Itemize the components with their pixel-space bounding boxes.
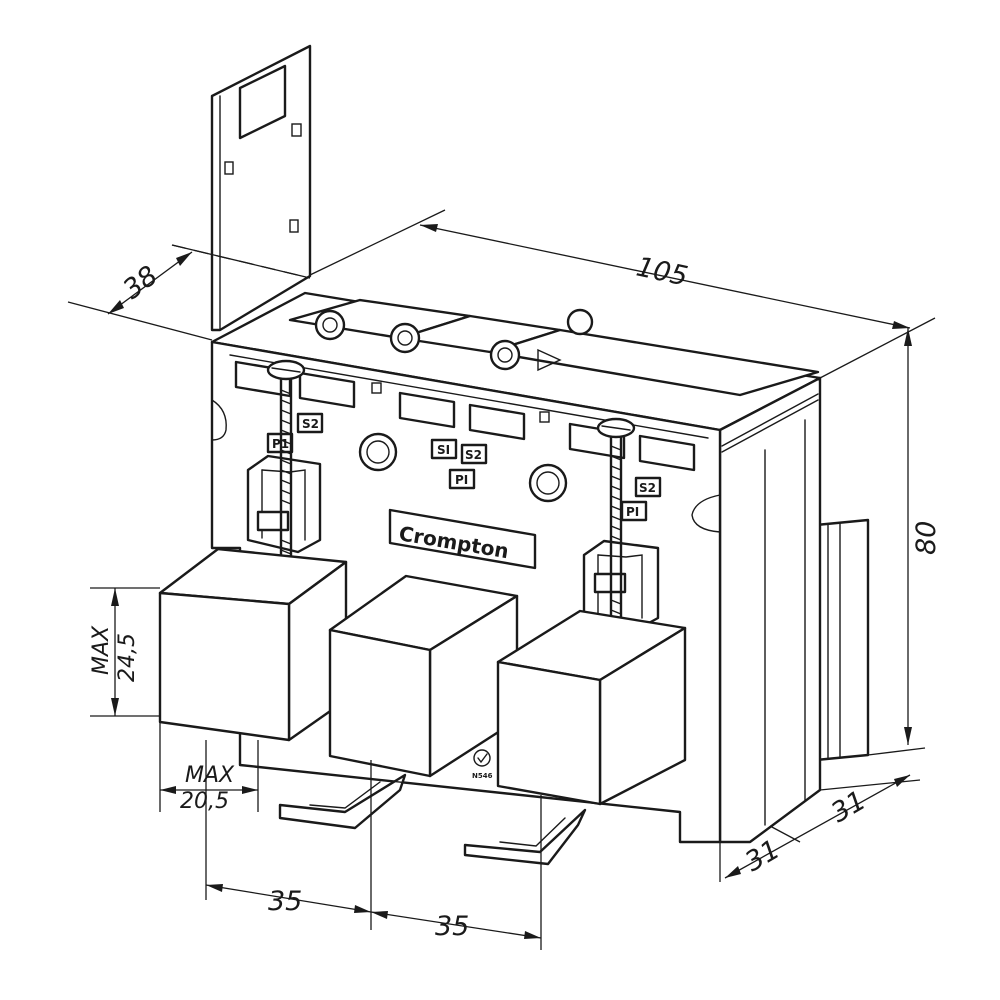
label-right-p1: PI [626,505,639,519]
dim-20-5-value-text: 20,5 [180,789,229,814]
cable-block-center [328,574,519,778]
dim-24-5-max-text: MAX [89,625,114,675]
dim-max-20-5: MAX 20,5 [159,722,259,814]
left-notch [211,399,227,441]
foot-left [278,773,407,830]
terminal-labels: S2 P1 SI S2 PI S2 PI [266,412,662,522]
dim-35-left-text: 35 [268,886,302,917]
label-right-s2: S2 [639,481,656,495]
dim-35-right-text: 35 [435,911,469,942]
bracket-window [238,64,287,140]
cert-mark: N546 [472,749,493,780]
dim-20-5-max-text: MAX [185,763,235,788]
right-notch [691,494,721,533]
cert-code: N546 [472,772,493,780]
label-center-s1: SI [437,443,450,457]
foot-right [463,808,587,866]
dim-80: 80 [867,328,942,756]
alignment-mark [371,382,382,394]
terminal-slots [234,360,696,472]
brand-plate: Crompton [388,508,537,570]
housing-bottom-edge [239,764,681,813]
left-screw-clamp [246,359,322,567]
dim-31-upper-text: 31 [826,785,871,829]
dim-max-24-5: MAX 24,5 [89,587,160,717]
cable-block-right [496,609,687,806]
mounting-hole [528,463,568,503]
label-center-s2: S2 [465,448,482,462]
dim-105-text: 105 [634,252,691,293]
cable-block-left [158,547,348,742]
label-center-p1: PI [455,473,468,487]
label-left-s2: S2 [302,417,319,431]
alignment-mark [539,411,550,423]
dim-80-text: 80 [911,521,942,555]
housing-right-rib [721,399,819,453]
dim-38-text: 38 [118,260,164,305]
dim-24-5-value-text: 24,5 [115,633,140,682]
mounting-hole [358,432,398,472]
housing-right-rib [721,393,819,447]
right-screw-clamp [582,417,660,632]
dim-35-spacing: 35 35 [205,740,542,950]
top-terminal-caps [288,298,820,397]
bracket-slot [289,219,299,233]
side-block [814,518,870,762]
bracket-slot [291,123,302,137]
mounting-hole-inner [536,471,560,495]
bracket-slot [224,161,234,175]
mounting-hole-inner [366,440,390,464]
